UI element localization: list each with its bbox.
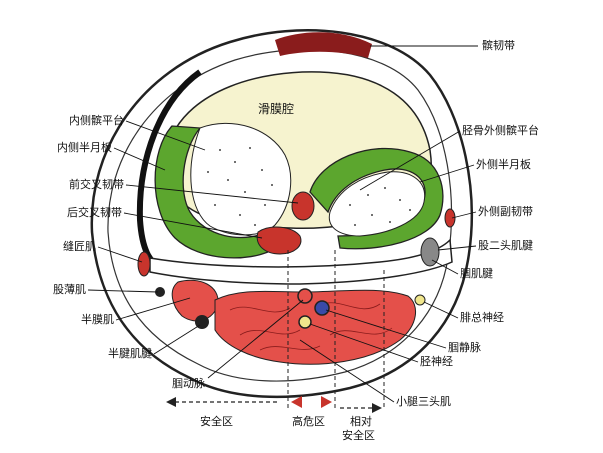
label-popliteal-vein: 腘静脉 bbox=[448, 341, 481, 354]
lateral-plateau-dots bbox=[349, 187, 411, 226]
popliteal-artery bbox=[297, 288, 313, 304]
peroneal-nerve bbox=[414, 294, 426, 306]
muscle-fiber-lines bbox=[229, 302, 393, 351]
popliteal-vein bbox=[314, 300, 330, 316]
safe-zone-arrow bbox=[166, 397, 280, 407]
label-gracilis: 股薄肌 bbox=[53, 283, 86, 296]
biceps-tendon bbox=[420, 237, 440, 267]
leader-lines bbox=[87, 45, 478, 403]
label-lateral-collateral-ligament: 外侧副韧带 bbox=[478, 205, 533, 218]
lcl-ligament bbox=[444, 208, 456, 228]
label-acl: 前交叉韧带 bbox=[69, 178, 124, 191]
tibial-nerve bbox=[298, 315, 312, 329]
label-semimembranosus: 半膜肌 bbox=[81, 313, 114, 326]
acl-ligament bbox=[291, 191, 315, 221]
gracilis-tendon bbox=[155, 287, 165, 297]
medial-plateau bbox=[190, 122, 292, 236]
zone-label-relative-1: 相对 bbox=[350, 415, 372, 428]
label-biceps-femoris: 股二头肌腱 bbox=[478, 239, 533, 252]
label-pcl: 后交叉韧带 bbox=[67, 206, 122, 219]
label-popliteal-artery: 腘动脉 bbox=[172, 377, 205, 390]
relative-safe-zone-arrow bbox=[340, 403, 382, 413]
label-patellar-ligament: 髌韧带 bbox=[482, 39, 515, 52]
zone-label-relative-2: 安全区 bbox=[342, 429, 375, 442]
zone-label-danger: 高危区 bbox=[292, 415, 325, 428]
lateral-plateau bbox=[328, 171, 426, 237]
label-triceps-surae: 小腿三头肌 bbox=[396, 395, 451, 408]
label-tibial-nerve: 胫神经 bbox=[420, 355, 453, 368]
pcl-ligament bbox=[256, 226, 302, 255]
label-semitendinosus: 半腱肌腱 bbox=[108, 347, 152, 360]
zone-boundaries bbox=[287, 250, 385, 408]
label-medial-tibial-plateau: 内侧髌平台 bbox=[69, 114, 124, 127]
label-lateral-tibial-plateau: 胫骨外侧髌平台 bbox=[462, 124, 539, 137]
patellar-ligament bbox=[275, 32, 372, 58]
lateral-meniscus bbox=[309, 147, 444, 250]
label-medial-meniscus: 内侧半月板 bbox=[57, 141, 112, 154]
sartorius-tendon bbox=[137, 251, 151, 277]
zone-label-safe: 安全区 bbox=[200, 415, 233, 428]
tibial-base bbox=[149, 238, 453, 285]
label-popliteus: 腘肌腱 bbox=[460, 267, 493, 280]
label-sartorius: 缝匠肌 bbox=[63, 240, 96, 253]
label-lateral-meniscus: 外侧半月板 bbox=[476, 158, 531, 171]
danger-zone-arrows bbox=[291, 396, 332, 408]
medial-plateau-dots bbox=[207, 147, 273, 226]
label-synovial-cavity: 滑膜腔 bbox=[258, 102, 295, 116]
label-common-peroneal-nerve: 腓总神经 bbox=[460, 311, 504, 324]
